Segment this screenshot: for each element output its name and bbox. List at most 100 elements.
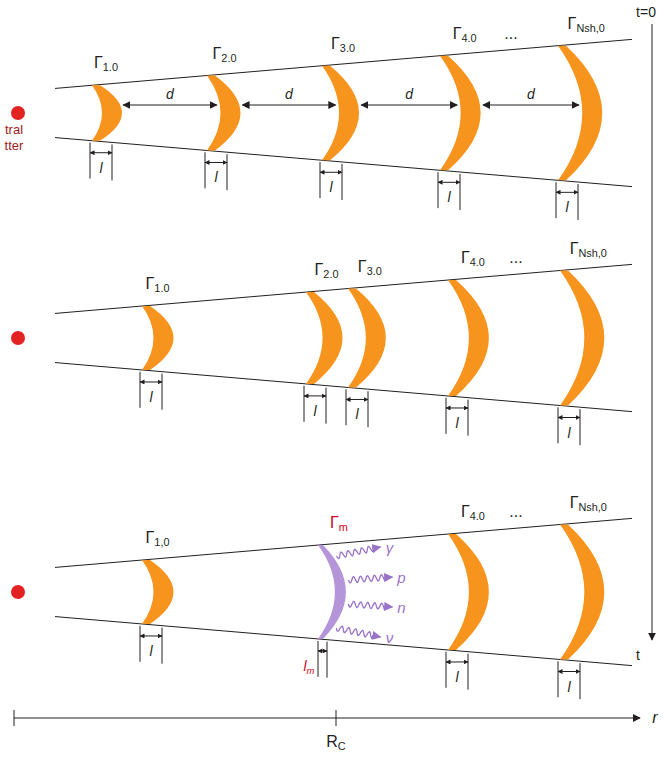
- cone-edge: [55, 617, 632, 666]
- shell: [142, 306, 174, 370]
- text-label: n: [397, 600, 405, 615]
- subscript: 2.0: [323, 268, 338, 280]
- symbol: Γ: [461, 249, 470, 266]
- width-tick: [438, 172, 439, 208]
- separation-arrow: [483, 105, 579, 106]
- width-arrow: [318, 650, 327, 651]
- radius-axis: [14, 718, 640, 719]
- width-arrow: [140, 635, 162, 636]
- text-label: tral: [5, 123, 23, 136]
- width-tick: [227, 154, 228, 190]
- text-label: l: [565, 200, 568, 214]
- width-tick: [318, 641, 319, 677]
- width-tick: [468, 654, 469, 690]
- text-label: d: [285, 87, 293, 101]
- width-arrow: [446, 407, 468, 408]
- text-label: tter: [5, 139, 24, 152]
- text-label: r: [652, 710, 657, 726]
- text-label: l: [99, 161, 102, 175]
- merged-shell: [318, 545, 346, 639]
- text-label: p: [397, 570, 405, 585]
- symbol-label: RC: [326, 734, 345, 750]
- subscript: 1.0: [154, 282, 169, 294]
- width-tick: [162, 628, 163, 664]
- width-tick: [346, 389, 347, 425]
- shell: [348, 289, 386, 388]
- width-tick: [446, 652, 447, 688]
- separation-arrow: [242, 105, 335, 106]
- symbol: R: [326, 733, 338, 750]
- width-tick: [446, 398, 447, 434]
- width-tick: [326, 388, 327, 424]
- symbol: Γ: [461, 503, 470, 520]
- symbol-label: ΓNsh,0: [568, 16, 605, 32]
- shell: [322, 66, 359, 161]
- cone-edge: [55, 264, 632, 313]
- text-label: l: [455, 416, 458, 430]
- symbol: Γ: [315, 261, 324, 278]
- symbol-label: Γ2.0: [315, 262, 339, 278]
- subscript: Nsh,0: [576, 22, 604, 34]
- text-label: t=0: [636, 5, 656, 19]
- central-emitter: [11, 585, 25, 599]
- width-tick: [578, 184, 579, 220]
- width-tick: [556, 182, 557, 218]
- text-label: l: [149, 390, 152, 404]
- symbol-label: Γm: [330, 515, 348, 531]
- cone-edge: [55, 363, 632, 412]
- shell: [448, 534, 489, 650]
- symbol: Γ: [570, 240, 579, 257]
- subscript: 4.0: [470, 510, 485, 522]
- width-tick: [320, 162, 321, 198]
- text-label: l: [455, 670, 458, 684]
- symbol: Γ: [146, 275, 155, 292]
- text-label: l: [313, 404, 316, 418]
- symbol-label: Γ3.0: [358, 259, 382, 275]
- symbol-label: Γ1.0: [94, 55, 118, 71]
- time-axis: [652, 24, 653, 640]
- symbol-label: lm: [303, 659, 314, 673]
- symbol: Γ: [331, 35, 340, 52]
- subscript: 1,0: [154, 536, 169, 548]
- width-tick: [304, 386, 305, 422]
- symbol-label: Γ4.0: [461, 504, 485, 520]
- width-arrow: [558, 417, 580, 418]
- subscript: 3.0: [340, 42, 355, 54]
- subscript: C: [338, 740, 346, 752]
- width-arrow: [90, 152, 112, 153]
- text-label: l: [149, 644, 152, 658]
- width-tick: [580, 409, 581, 445]
- subscript: 4.0: [461, 32, 476, 44]
- axis-tick: [14, 710, 15, 726]
- text-label: γ: [386, 540, 394, 555]
- width-tick: [140, 372, 141, 408]
- width-arrow: [438, 182, 460, 183]
- symbol: Γ: [94, 54, 103, 71]
- central-emitter: [11, 331, 25, 345]
- shell: [142, 560, 174, 624]
- symbol-label: ΓNsh,0: [570, 495, 607, 511]
- separation-arrow: [123, 105, 217, 106]
- width-tick: [558, 661, 559, 697]
- width-tick: [342, 164, 343, 200]
- width-arrow: [205, 162, 227, 163]
- shell: [440, 56, 481, 171]
- width-tick: [580, 663, 581, 699]
- width-tick: [112, 144, 113, 180]
- text-label: d: [527, 87, 535, 101]
- axis-tick: [336, 710, 337, 726]
- text-label: ...: [509, 504, 522, 520]
- subscript: 1.0: [103, 62, 118, 74]
- separation-arrow: [361, 105, 457, 106]
- text-label: t: [636, 648, 640, 662]
- emission-arrow: [336, 547, 380, 559]
- emission-arrow: [348, 575, 392, 583]
- width-arrow: [304, 395, 326, 396]
- width-arrow: [320, 172, 342, 173]
- width-tick: [90, 143, 91, 179]
- width-arrow: [140, 381, 162, 382]
- shell: [448, 280, 489, 396]
- symbol: Γ: [358, 258, 367, 275]
